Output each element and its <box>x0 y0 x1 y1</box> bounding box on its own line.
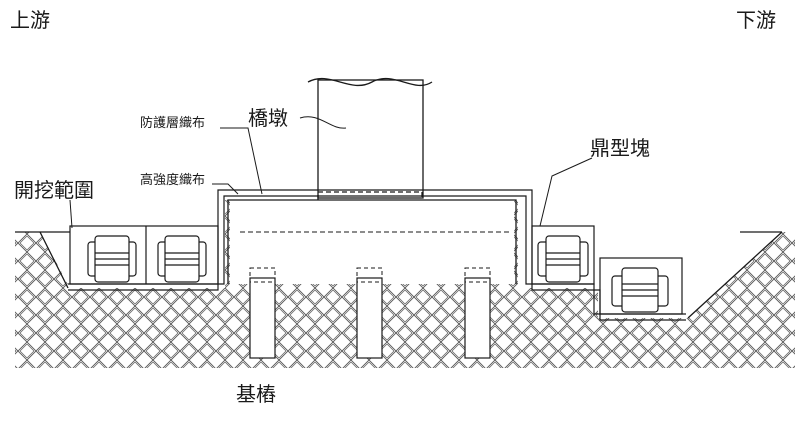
pile-heads-hidden <box>249 267 491 283</box>
excavation-range-label: 開挖範圍 <box>14 178 94 202</box>
tetrapod-block <box>537 235 589 283</box>
foundation-piles-label: 基樁 <box>236 382 276 406</box>
tetrapod-block <box>87 235 137 283</box>
foundation-pile <box>464 277 491 359</box>
tetrapod-blocks-label: 鼎型塊 <box>590 136 650 160</box>
pier-footing <box>230 200 514 284</box>
excavation-outline <box>15 231 783 319</box>
footing-outline <box>227 199 517 284</box>
upstream-label: 上游 <box>10 8 50 32</box>
tetrapod-block <box>611 267 669 313</box>
foundation-piles <box>249 277 491 359</box>
high-strength-fabric-label: 高強度織布 <box>140 173 206 188</box>
left-armor-layer <box>69 225 219 285</box>
downstream-label: 下游 <box>736 8 776 32</box>
tetrapod-block <box>157 235 207 283</box>
right-armor-layer <box>531 225 683 315</box>
foundation-pile <box>356 277 383 359</box>
foundation-pile <box>249 277 276 359</box>
protective-fabric-label: 防護層織布 <box>140 116 206 131</box>
pier-column <box>307 77 433 200</box>
leader-lines <box>69 116 593 229</box>
pier-label: 橋墩 <box>248 106 288 130</box>
